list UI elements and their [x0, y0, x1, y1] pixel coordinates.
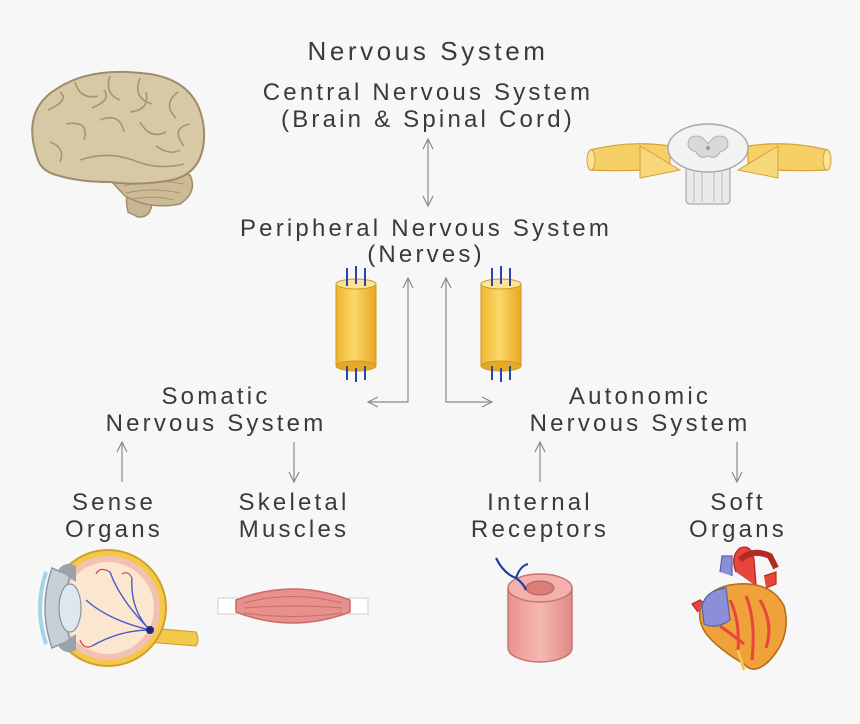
somatic-label: Somatic	[161, 383, 270, 410]
pns-somatic-arrow	[368, 278, 408, 402]
internal-receptors-sublabel: Receptors	[471, 516, 609, 543]
soft-organs-label: Soft	[710, 489, 766, 516]
soft-organs-sublabel: Organs	[689, 516, 787, 543]
sense-organs-label: Sense	[72, 489, 156, 516]
spinal-cord-icon	[586, 123, 832, 205]
receptor-icon	[495, 557, 573, 663]
cns-label: Central Nervous System	[263, 79, 594, 106]
nerve-bundle-left-icon	[335, 266, 377, 382]
eye-icon	[38, 549, 199, 667]
nerve-bundle-right-icon	[480, 266, 522, 382]
cns-sublabel: (Brain & Spinal Cord)	[281, 106, 575, 133]
diagram-title: Nervous System	[307, 36, 548, 66]
skeletal-muscles-sublabel: Muscles	[239, 516, 349, 543]
pns-sublabel: (Nerves)	[367, 241, 485, 268]
somatic-sublabel: Nervous System	[106, 410, 327, 437]
autonomic-label: Autonomic	[569, 383, 711, 410]
pns-autonomic-arrow	[446, 278, 492, 402]
autonomic-sublabel: Nervous System	[530, 410, 751, 437]
brain-icon	[31, 70, 206, 218]
sense-organs-sublabel: Organs	[65, 516, 163, 543]
skeletal-muscles-label: Skeletal	[239, 489, 350, 516]
muscle-icon	[217, 588, 369, 624]
pns-label: Peripheral Nervous System	[240, 215, 612, 242]
internal-receptors-label: Internal	[487, 489, 593, 516]
heart-icon	[691, 546, 787, 671]
